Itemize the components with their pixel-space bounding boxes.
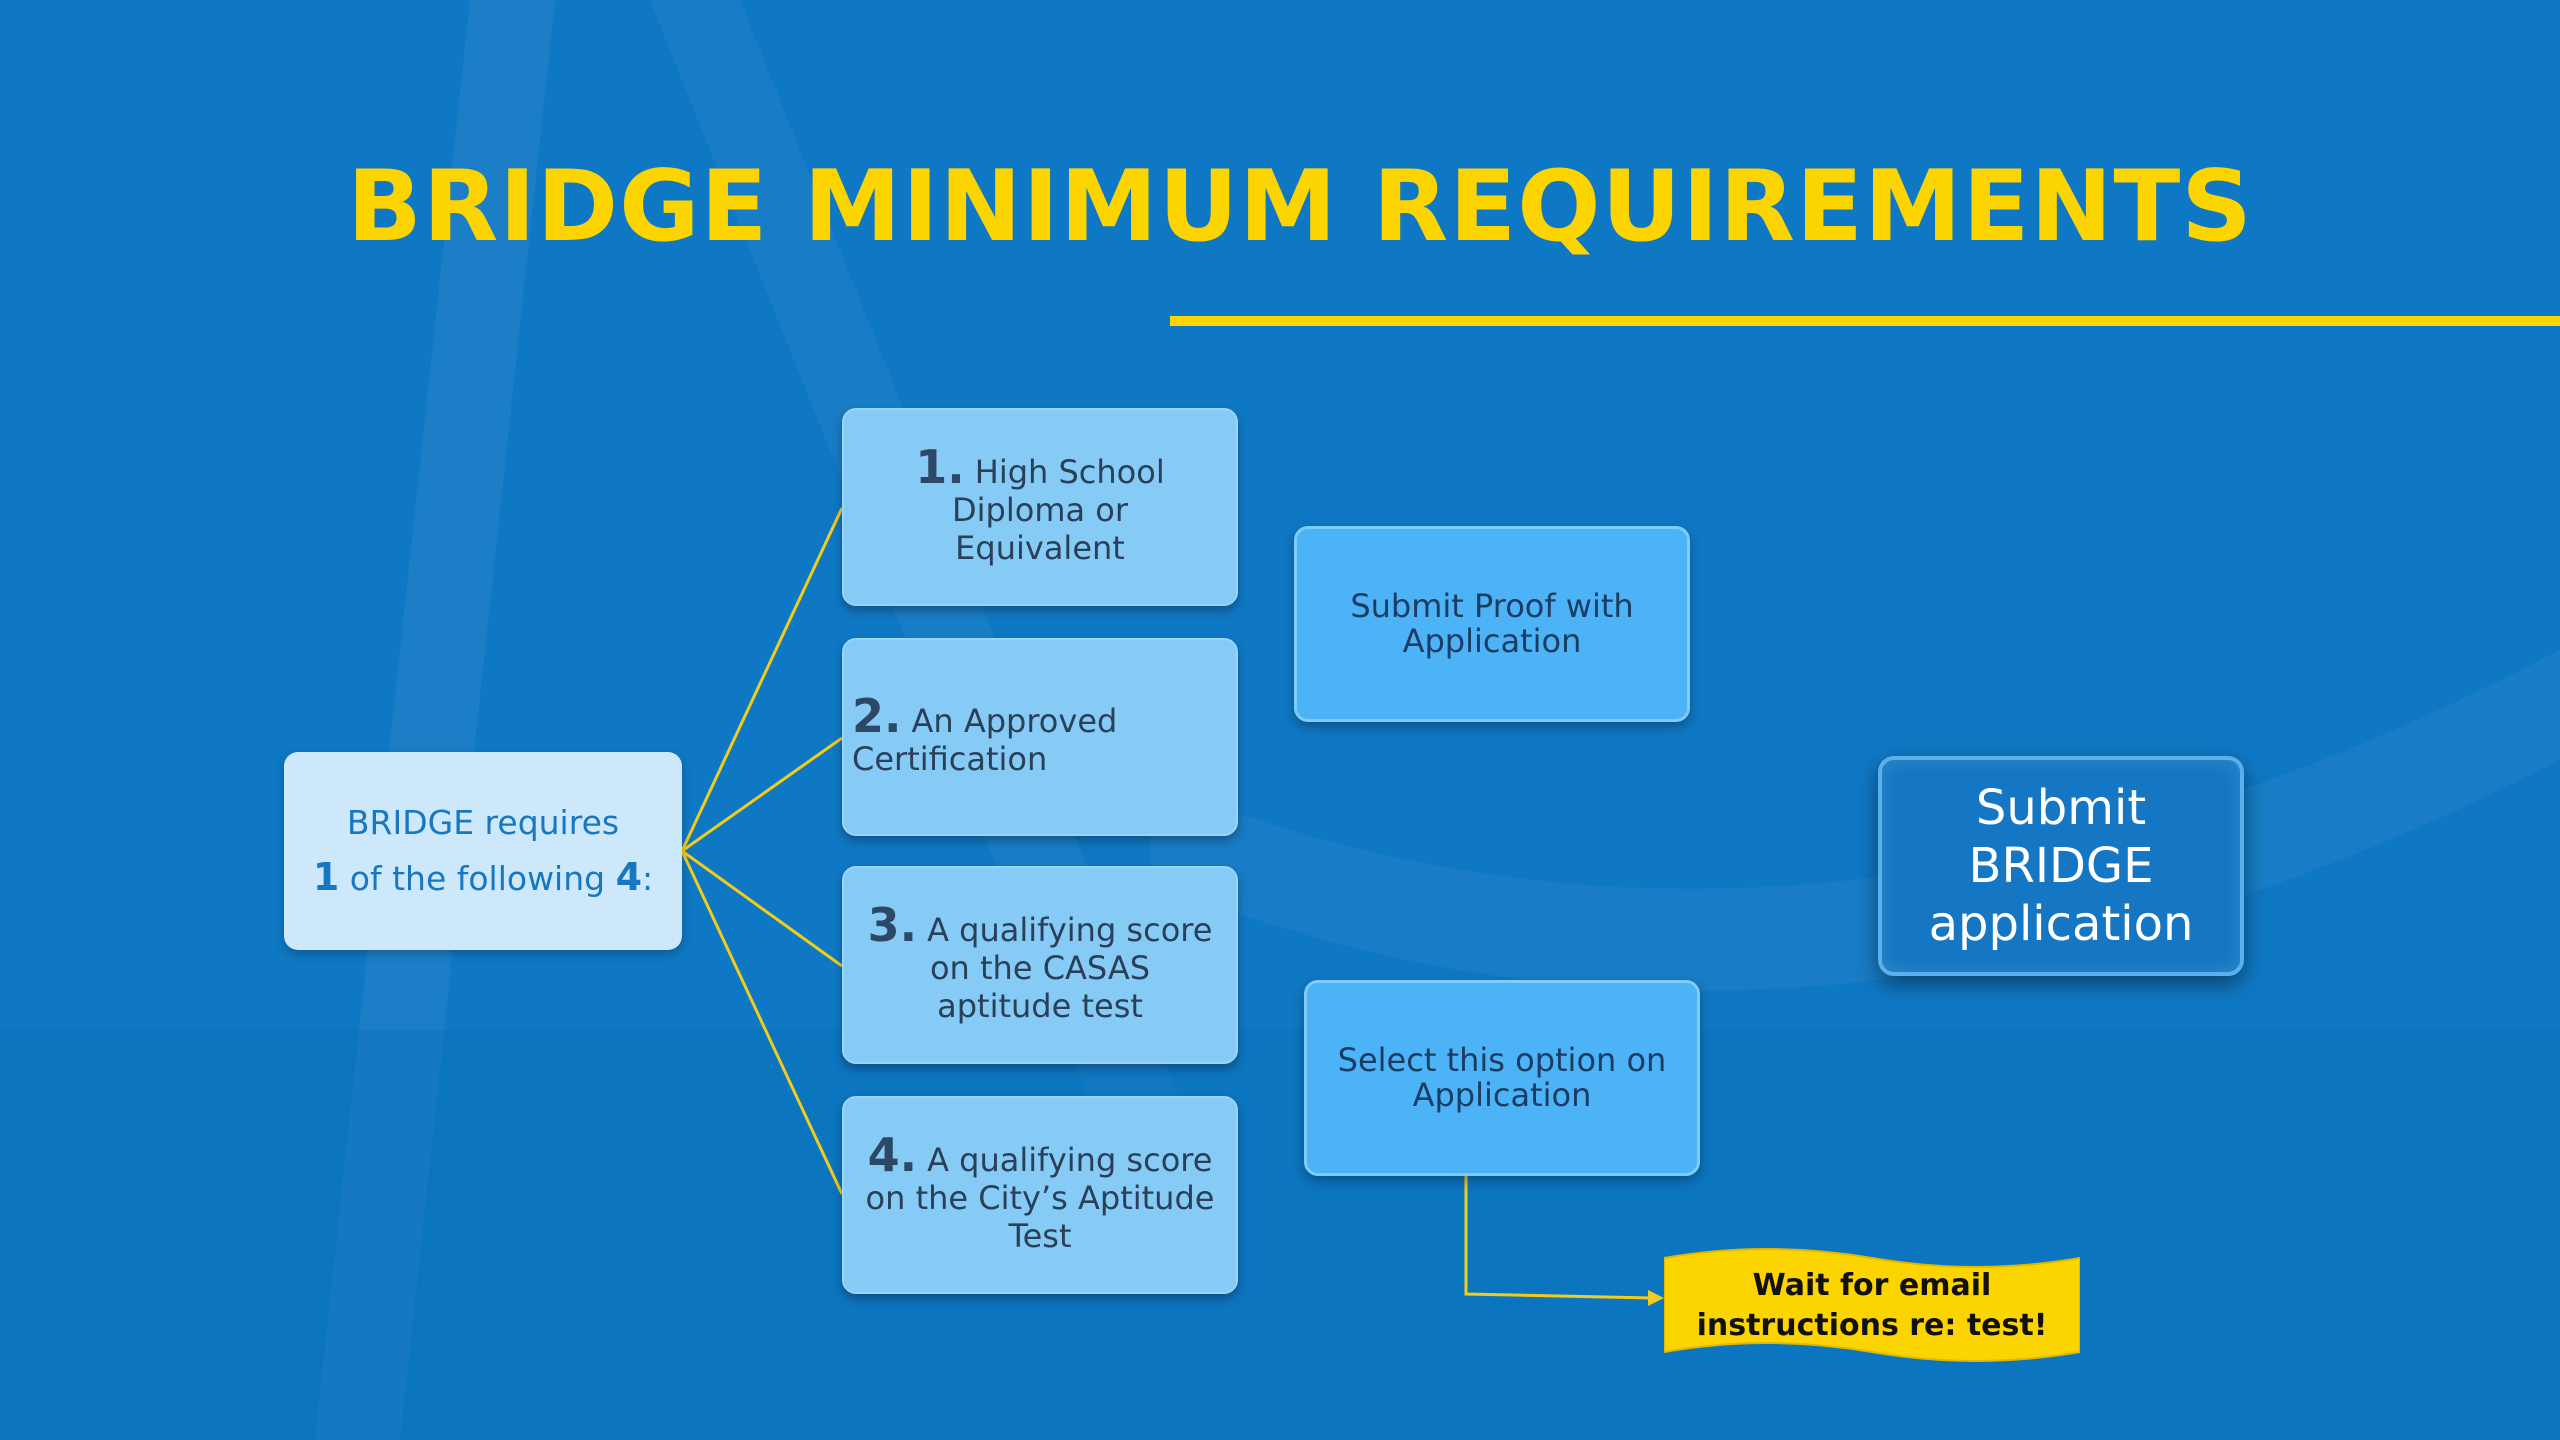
required-count: 1 xyxy=(312,855,340,899)
title-underline xyxy=(1170,316,2560,326)
requirement-summary-line2: 1 of the following 4: xyxy=(313,850,653,906)
connector-option-4 xyxy=(680,850,844,1195)
connector-select-to-wait xyxy=(1464,1172,1653,1300)
submit-proof-box: Submit Proof with Application xyxy=(1294,526,1690,722)
requirement-summary-line1: BRIDGE requires xyxy=(346,803,620,842)
option-number: 4. xyxy=(867,1127,918,1182)
submit-proof-text: Submit Proof with Application xyxy=(1350,587,1634,660)
option-text: A qualifying score on the CASAS aptitude… xyxy=(927,910,1213,1025)
total-count: 4 xyxy=(615,855,643,899)
option-number: 3. xyxy=(867,897,918,952)
option-box-4: 4.A qualifying score on the City’s Aptit… xyxy=(842,1096,1238,1294)
select-option-text: Select this option on Application xyxy=(1337,1041,1667,1114)
option-number: 1. xyxy=(915,439,965,494)
option-text: A qualifying score on the City’s Aptitud… xyxy=(865,1140,1215,1255)
requirement-summary-box: BRIDGE requires 1 of the following 4: xyxy=(284,752,682,950)
submit-application-box: Submit BRIDGE application xyxy=(1878,756,2244,976)
option-text: An Approved Certification xyxy=(852,701,1118,778)
connector-option-3 xyxy=(681,849,843,968)
connector-option-2 xyxy=(681,736,843,853)
slide-title: BRIDGE MINIMUM REQUIREMENTS xyxy=(347,150,2253,264)
requirement-summary-end: : xyxy=(642,859,654,898)
requirement-summary-middle: of the following xyxy=(339,859,616,898)
submit-application-text: Submit BRIDGE application xyxy=(1928,780,2194,952)
option-box-1: 1.High School Diploma or Equivalent xyxy=(842,408,1238,606)
wait-note-text: Wait for email instructions re: test! xyxy=(1696,1268,2048,1343)
option-box-2: 2.An Approved Certification xyxy=(842,638,1238,836)
select-option-box: Select this option on Application xyxy=(1304,980,1700,1176)
connector-option-1 xyxy=(680,507,844,852)
wait-note-flag xyxy=(1664,1248,2080,1362)
option-text: High School Diploma or Equivalent xyxy=(952,452,1165,567)
option-number: 2. xyxy=(852,688,902,743)
option-box-3: 3.A qualifying score on the CASAS aptitu… xyxy=(842,866,1238,1064)
arrowhead-icon xyxy=(1648,1290,1664,1306)
